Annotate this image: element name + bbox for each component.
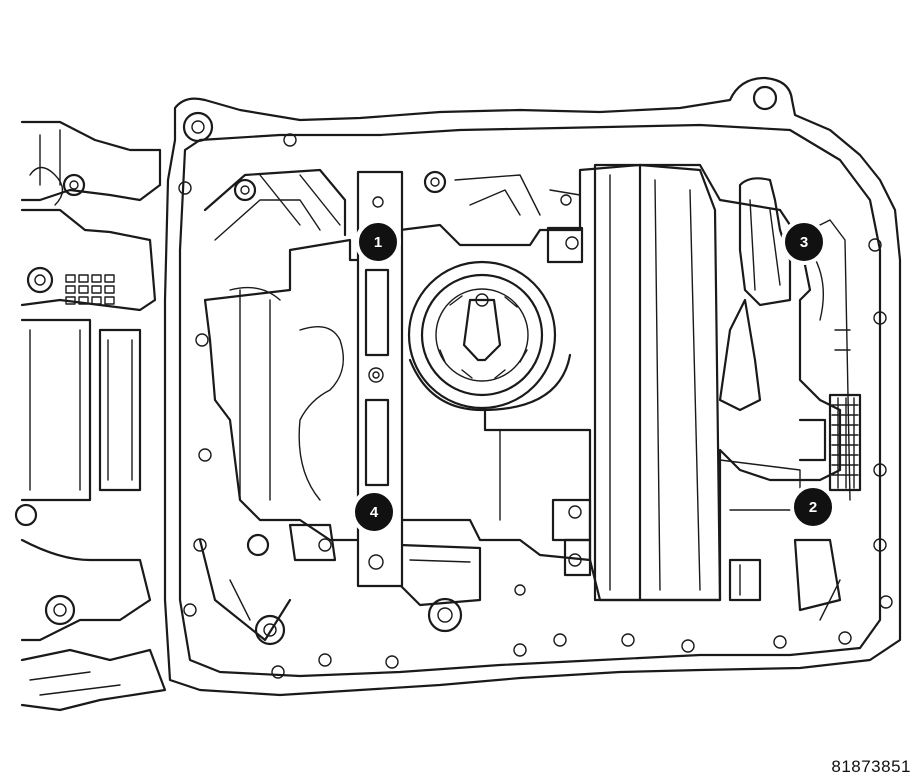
callout-4-label: 4 (370, 504, 379, 521)
callout-4: 4 (351, 489, 397, 535)
oil-pump-housing (198, 163, 862, 642)
engine-block-left (14, 120, 167, 712)
callout-1-label: 1 (374, 234, 382, 251)
oil-pan-flange (163, 76, 902, 697)
pump-bracket (356, 170, 404, 588)
figure-id: 81873851 (831, 757, 911, 776)
callout-2-label: 2 (809, 499, 817, 516)
callout-3-label: 3 (800, 234, 808, 251)
callout-1: 1 (355, 219, 401, 265)
callout-3: 3 (781, 219, 827, 265)
callout-2: 2 (790, 484, 836, 530)
